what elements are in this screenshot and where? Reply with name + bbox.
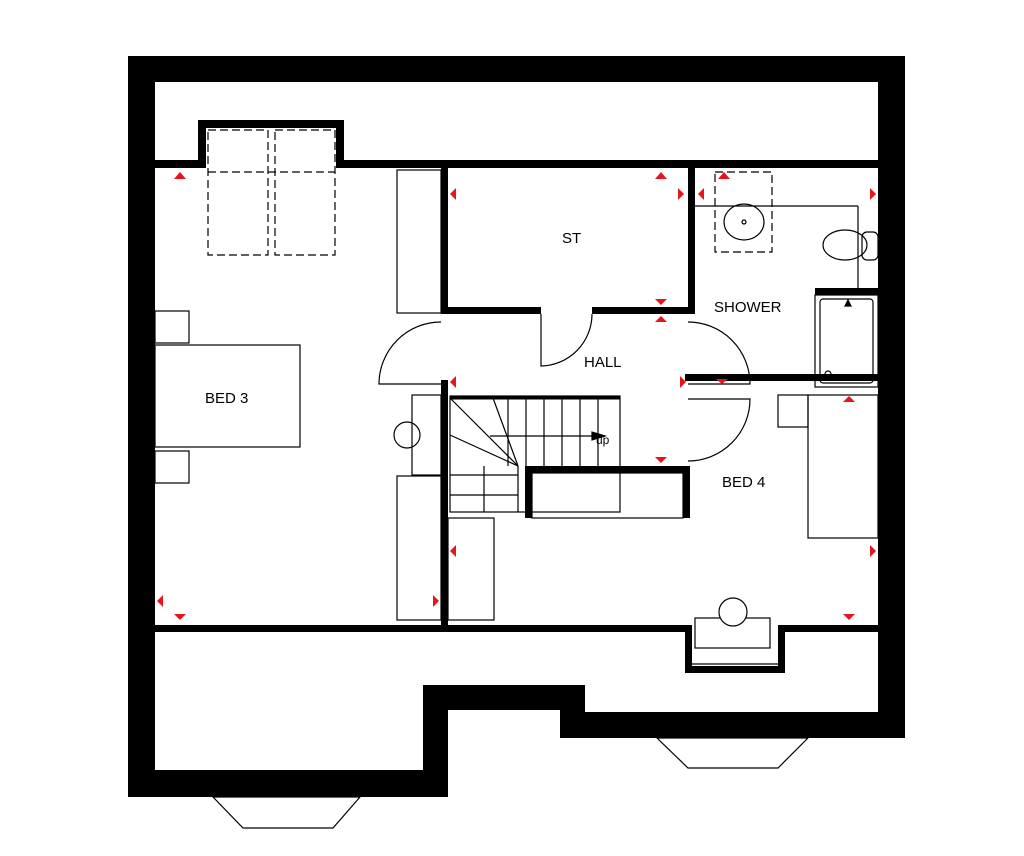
room-label-shower: SHOWER	[714, 299, 782, 316]
staircase	[449, 395, 621, 513]
stair-landing	[531, 472, 684, 519]
bedside-table	[154, 310, 190, 344]
bay-window	[211, 796, 362, 829]
room-label-bed3: BED 3	[205, 390, 248, 407]
bay-window	[655, 737, 810, 769]
inner-walls	[155, 120, 878, 673]
dressing-table	[690, 597, 780, 665]
shower-tray	[814, 294, 879, 388]
bed	[807, 394, 879, 539]
dimension-markers	[157, 172, 876, 620]
room-label-bed4: BED 4	[722, 474, 765, 491]
dormer-window	[207, 129, 336, 256]
outer-walls	[128, 56, 905, 797]
wardrobe	[396, 169, 442, 314]
bed	[154, 344, 301, 448]
doors	[378, 313, 751, 462]
wardrobe	[447, 517, 495, 621]
stairs-up-label: up	[596, 433, 610, 447]
chair	[393, 421, 421, 449]
bedside-table	[777, 394, 809, 428]
toilet	[822, 229, 879, 261]
room-label-st: ST	[562, 230, 581, 247]
room-label-hall: HALL	[584, 354, 622, 371]
bedside-table	[154, 450, 190, 484]
washbasin	[714, 171, 773, 253]
wardrobe	[396, 475, 442, 621]
fixtures: up	[154, 129, 879, 829]
